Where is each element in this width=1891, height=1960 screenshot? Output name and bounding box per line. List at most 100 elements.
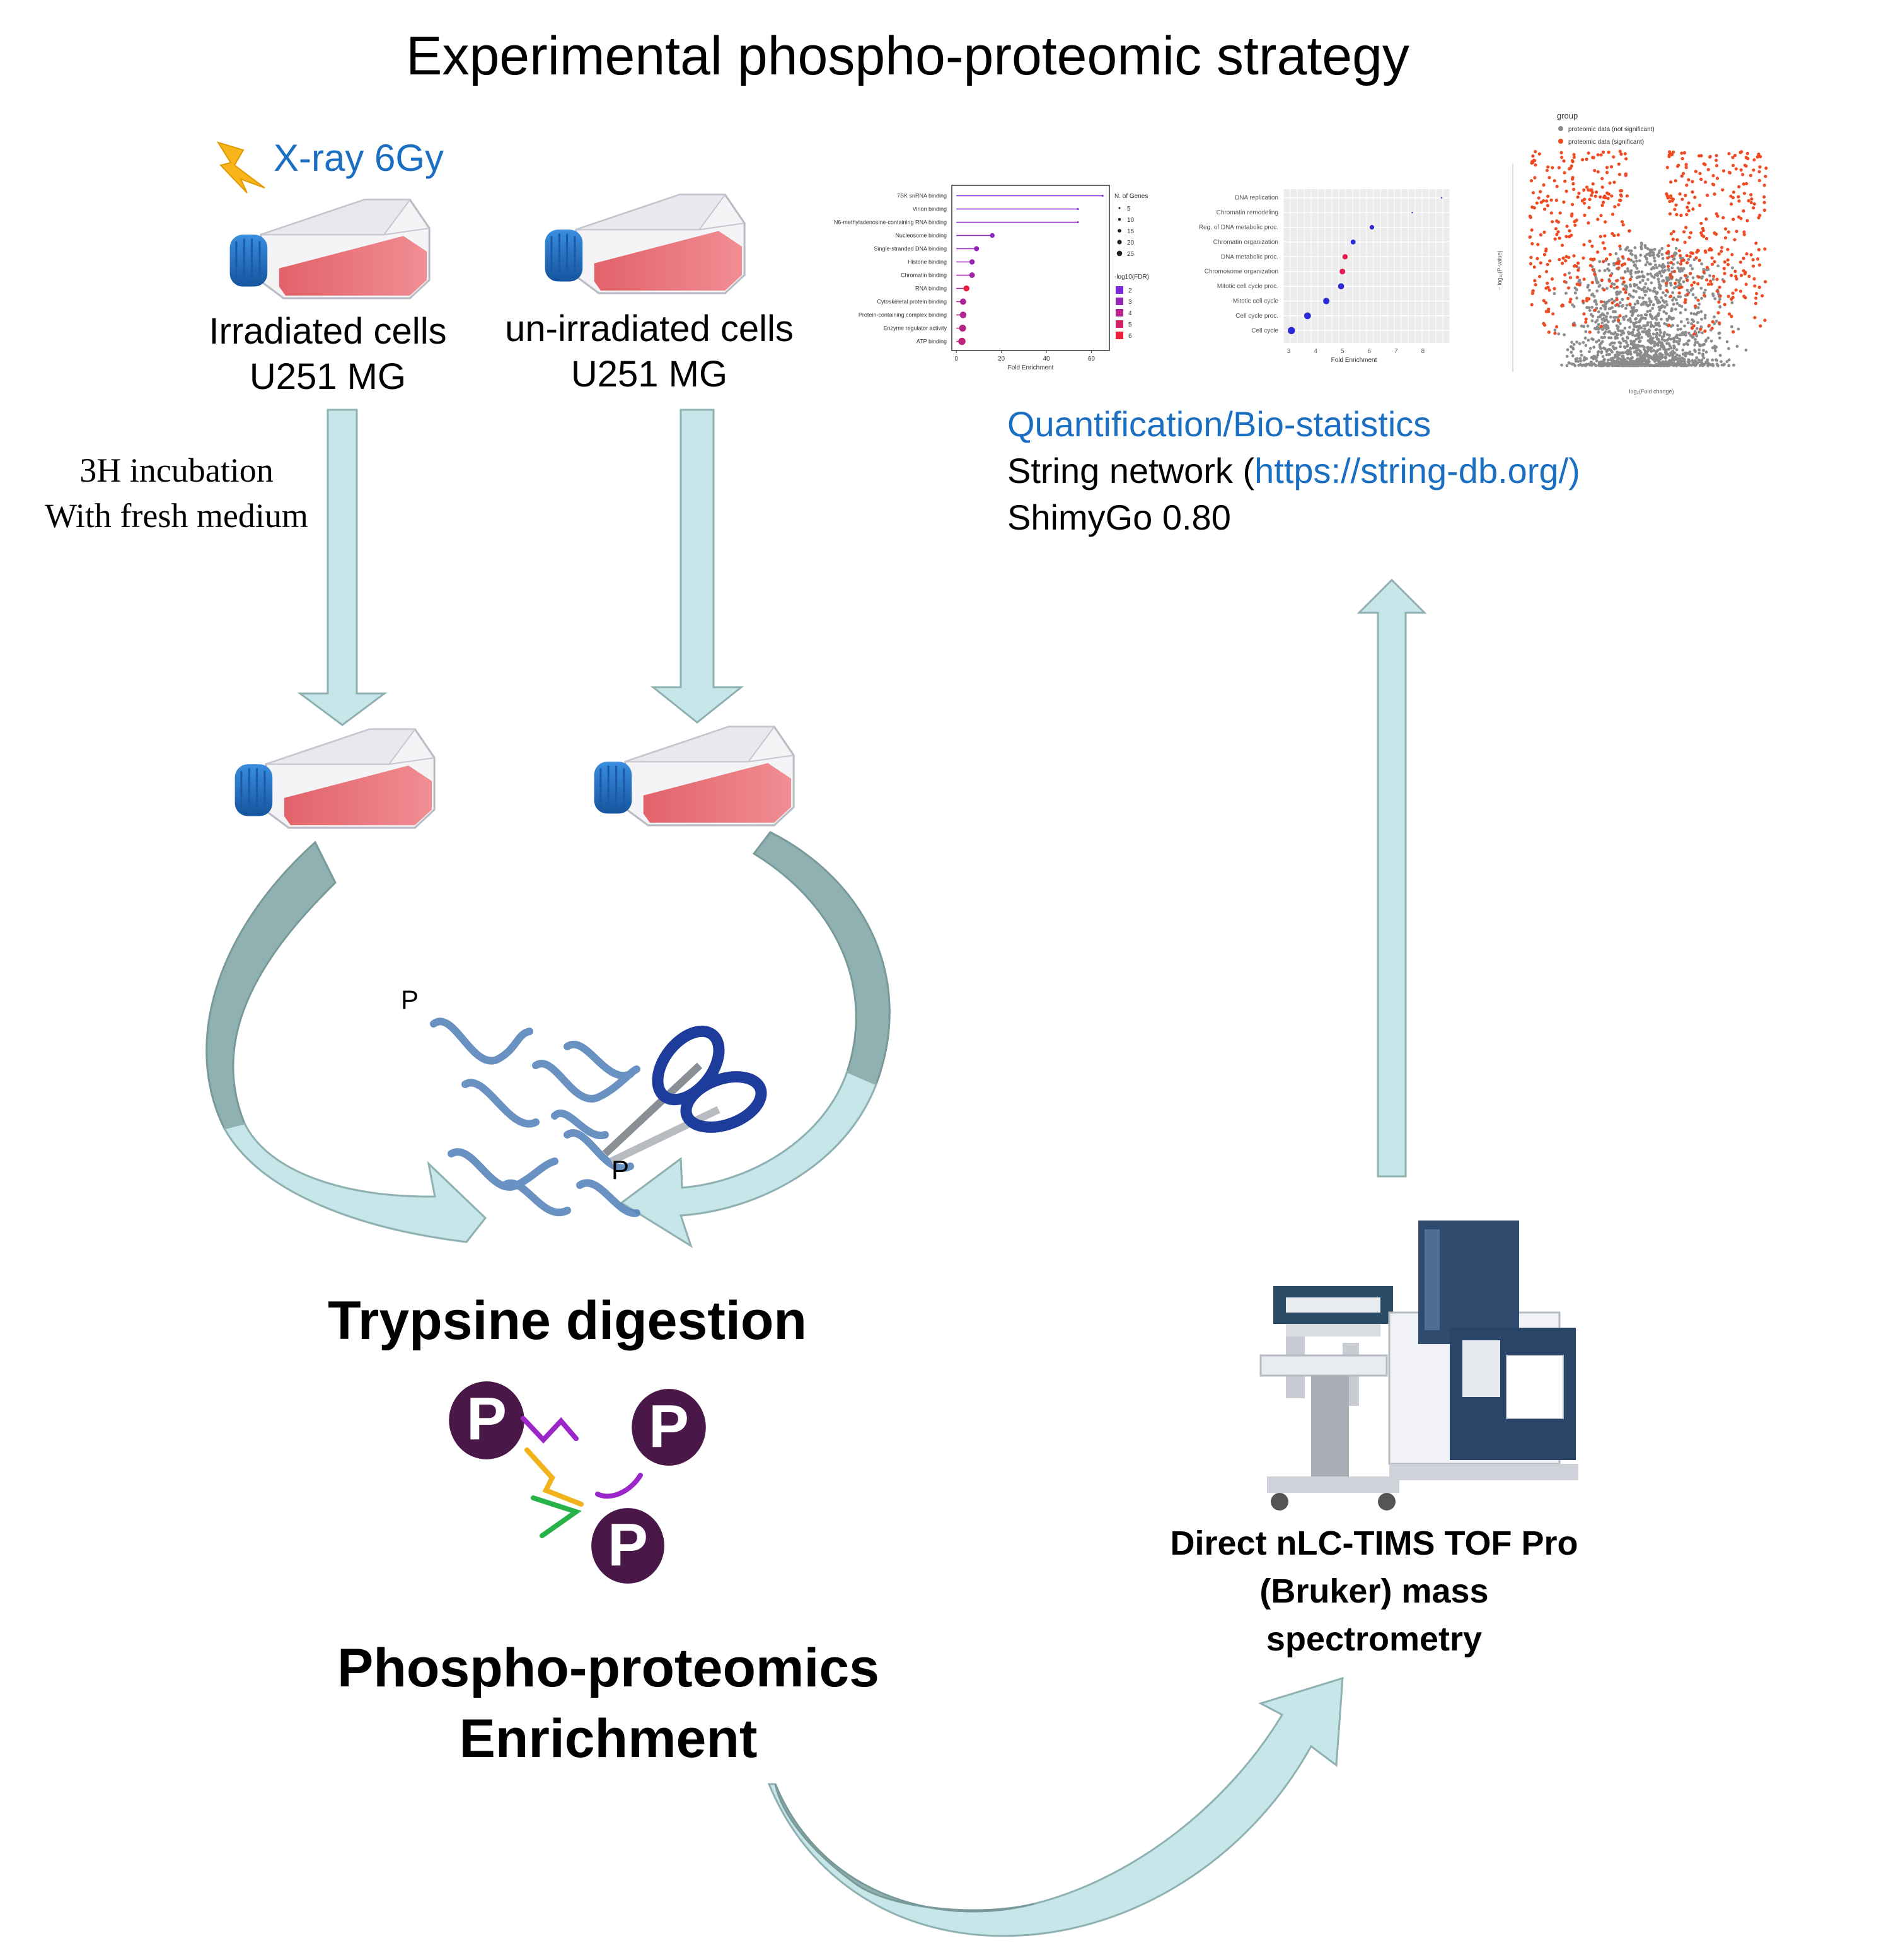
- volcano-point-sig: [1685, 253, 1689, 258]
- volcano-point-sig: [1705, 265, 1709, 269]
- volcano-point-ns: [1665, 276, 1668, 279]
- volcano-point-ns: [1667, 347, 1670, 351]
- volcano-point-ns: [1662, 347, 1665, 351]
- go-legend-size-dot: [1118, 207, 1121, 209]
- volcano-point-ns: [1674, 246, 1678, 250]
- volcano-point-sig: [1582, 243, 1586, 246]
- volcano-point-sig: [1587, 221, 1590, 225]
- go-legend-color-swatch: [1116, 298, 1123, 305]
- volcano-point-ns: [1663, 356, 1667, 359]
- enrichment-line2: Enrichment: [459, 1708, 758, 1769]
- go-x-tick-label: 60: [1088, 356, 1096, 362]
- lightning-bolt-icon: [216, 141, 265, 194]
- volcano-point-sig: [1734, 288, 1738, 292]
- string-db-link[interactable]: https://string-db.org/): [1254, 451, 1580, 490]
- volcano-point-ns: [1731, 266, 1734, 270]
- volcano-y-axis-title: – log₁₀(P-value): [1496, 250, 1503, 290]
- volcano-point-ns: [1675, 333, 1679, 337]
- volcano-point-ns: [1612, 332, 1616, 335]
- volcano-point-ns: [1585, 362, 1588, 366]
- volcano-point-ns: [1607, 269, 1611, 272]
- volcano-point-sig: [1723, 303, 1726, 306]
- volcano-point-ns: [1679, 295, 1682, 299]
- volcano-point-sig: [1560, 304, 1564, 308]
- volcano-point-sig: [1562, 200, 1566, 204]
- volcano-point-sig: [1619, 152, 1623, 156]
- volcano-point-sig: [1546, 204, 1549, 207]
- volcano-point-ns: [1631, 330, 1634, 334]
- volcano-point-sig: [1588, 197, 1592, 201]
- volcano-point-sig: [1709, 279, 1713, 283]
- volcano-point-sig: [1752, 277, 1756, 281]
- volcano-point-ns: [1641, 274, 1645, 277]
- volcano-point-ns: [1662, 344, 1665, 348]
- volcano-point-sig: [1715, 289, 1719, 293]
- volcano-point-sig: [1715, 277, 1719, 281]
- volcano-point-ns: [1696, 340, 1699, 344]
- volcano-point-sig: [1692, 281, 1696, 284]
- volcano-point-ns: [1631, 311, 1635, 315]
- volcano-point-ns: [1737, 327, 1740, 331]
- volcano-point-ns: [1678, 337, 1682, 341]
- volcano-point-sig: [1571, 202, 1575, 206]
- volcano-point-sig: [1742, 257, 1745, 260]
- volcano-point-sig: [1742, 230, 1746, 234]
- volcano-point-sig: [1747, 274, 1751, 278]
- volcano-point-ns: [1582, 340, 1585, 344]
- volcano-point-sig: [1601, 150, 1605, 154]
- volcano-point-ns: [1588, 347, 1592, 350]
- group-unirradiated-line2: U251 MG: [570, 354, 728, 395]
- volcano-point-sig: [1571, 323, 1575, 327]
- volcano-point-ns: [1632, 289, 1636, 293]
- incubation-line2: With fresh medium: [45, 497, 308, 535]
- volcano-point-sig: [1596, 153, 1600, 157]
- volcano-point-ns: [1611, 306, 1614, 310]
- volcano-point-ns: [1679, 311, 1682, 315]
- volcano-point-ns: [1709, 339, 1713, 343]
- volcano-point-ns: [1601, 336, 1605, 340]
- volcano-point-ns: [1642, 345, 1646, 349]
- curved-arrow-bottom-dark: [774, 1783, 1034, 1913]
- volcano-point-ns: [1703, 316, 1707, 320]
- volcano-point-sig: [1618, 314, 1622, 318]
- volcano-point-ns: [1613, 318, 1617, 322]
- volcano-point-ns: [1679, 327, 1682, 331]
- dot-x-tick-label: 7: [1394, 348, 1398, 355]
- volcano-point-ns: [1650, 342, 1653, 345]
- instrument-line3: spectrometry: [1266, 1620, 1483, 1658]
- go-lollipop-dot: [1101, 195, 1104, 197]
- volcano-point-ns: [1573, 291, 1577, 295]
- volcano-point-ns: [1638, 359, 1642, 362]
- volcano-point-sig: [1701, 229, 1705, 233]
- volcano-point-sig: [1688, 255, 1692, 258]
- volcano-point-ns: [1650, 281, 1653, 284]
- volcano-point-ns: [1635, 308, 1639, 312]
- volcano-point-ns: [1694, 338, 1697, 341]
- volcano-point-ns: [1630, 275, 1633, 279]
- volcano-point-sig: [1680, 174, 1684, 178]
- volcano-point-sig: [1600, 278, 1604, 282]
- volcano-point-ns: [1624, 288, 1628, 291]
- volcano-point-ns: [1595, 303, 1599, 306]
- volcano-point-ns: [1585, 306, 1588, 310]
- volcano-point-sig: [1670, 199, 1674, 203]
- volcano-point-ns: [1646, 287, 1650, 291]
- volcano-point-ns: [1626, 352, 1630, 356]
- volcano-point-sig: [1682, 230, 1686, 234]
- volcano-point-ns: [1646, 347, 1650, 351]
- volcano-point-ns: [1669, 346, 1673, 350]
- volcano-point-ns: [1629, 294, 1633, 298]
- volcano-point-ns: [1697, 348, 1701, 352]
- volcano-point-ns: [1639, 318, 1643, 322]
- volcano-point-ns: [1665, 339, 1669, 342]
- volcano-point-sig: [1739, 168, 1743, 172]
- volcano-point-sig: [1745, 252, 1749, 256]
- flask-unirradiated-icon: [544, 194, 746, 294]
- volcano-point-sig: [1728, 312, 1732, 316]
- volcano-point-sig: [1743, 272, 1747, 275]
- volcano-point-ns: [1687, 362, 1691, 366]
- volcano-point-ns: [1641, 330, 1645, 333]
- volcano-point-sig: [1530, 303, 1534, 306]
- volcano-point-ns: [1702, 349, 1705, 352]
- volcano-point-ns: [1647, 328, 1651, 332]
